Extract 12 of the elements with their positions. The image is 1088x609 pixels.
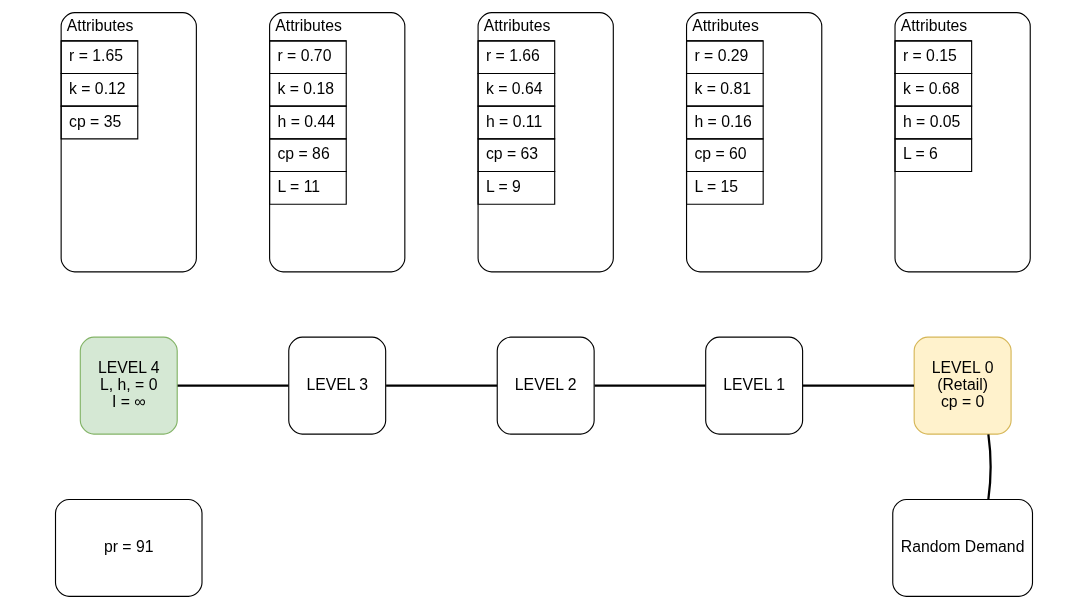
node-box: Random Demand — [892, 498, 1034, 597]
node-box: LEVEL 1 — [705, 336, 804, 435]
node-box: pr = 91 — [54, 498, 203, 597]
node-box: LEVEL 2 — [496, 336, 595, 435]
connector — [594, 384, 706, 387]
connector — [177, 384, 289, 387]
connector — [987, 434, 992, 500]
node-box: LEVEL 4 L, h, = 0 I = ∞ — [79, 336, 178, 435]
node-box: LEVEL 0 (Retail) cp = 0 — [913, 336, 1012, 435]
connector — [803, 384, 914, 387]
connector — [386, 384, 498, 387]
node-box: LEVEL 3 — [288, 336, 387, 435]
